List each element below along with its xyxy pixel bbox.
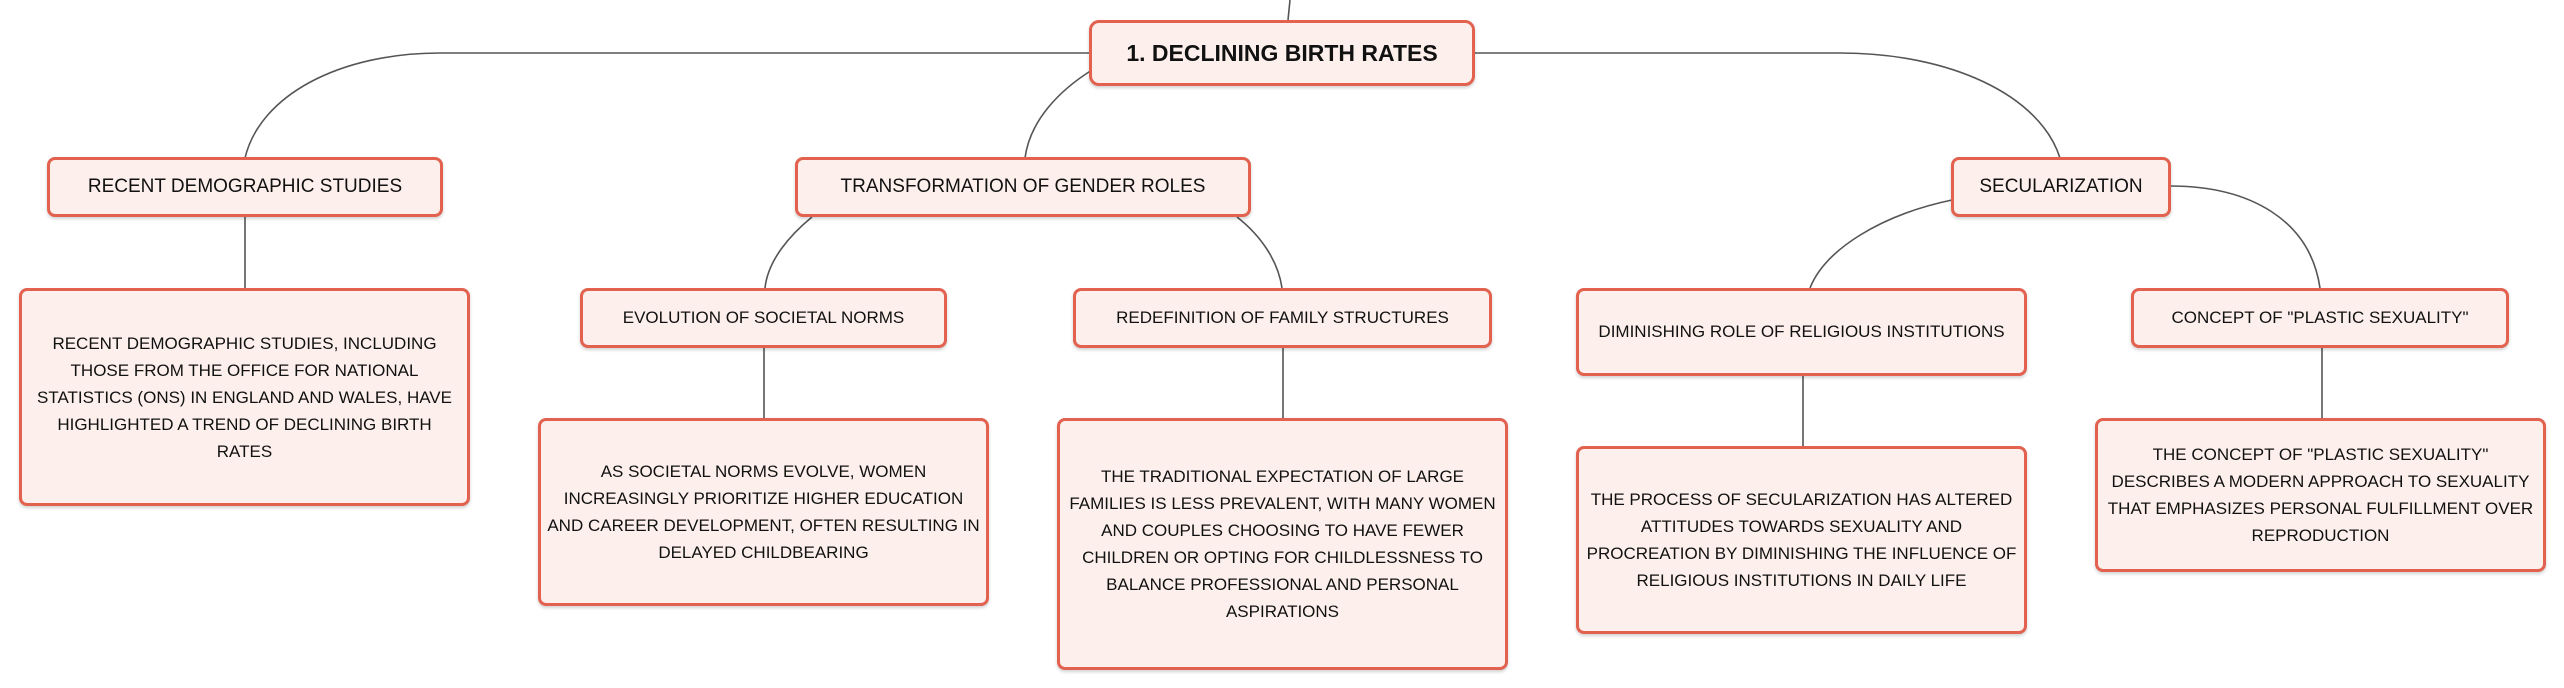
connector-root-to-secularization	[1474, 52, 2061, 159]
subtopic-evolution-of-societal-norms[interactable]: EVOLUTION OF SOCIETAL NORMS	[580, 288, 947, 348]
subtopic-label: EVOLUTION OF SOCIETAL NORMS	[622, 308, 905, 327]
connector-gender-to-family	[1236, 216, 1283, 289]
topic-secularization[interactable]: SECULARIZATION	[1951, 157, 2171, 217]
detail-text: AS SOCIETAL NORMS EVOLVE, WOMEN INCREASI…	[547, 462, 980, 562]
detail-text: THE TRADITIONAL EXPECTATION OF LARGE FAM…	[1069, 467, 1496, 621]
connector-root-to-demographic	[244, 52, 1092, 159]
connector-parent-to-root	[1287, 0, 1291, 21]
subtopic-label: CONCEPT OF "PLASTIC SEXUALITY"	[2171, 308, 2469, 327]
connector-gender-to-norms	[764, 216, 813, 289]
root-topic[interactable]: 1. DECLINING BIRTH RATES	[1089, 20, 1475, 86]
detail-redefinition-of-family-structures[interactable]: THE TRADITIONAL EXPECTATION OF LARGE FAM…	[1057, 418, 1508, 670]
connector-root-to-gender	[1024, 69, 1093, 159]
subtopic-diminishing-role-of-religious-institutions[interactable]: DIMINISHING ROLE OF RELIGIOUS INSTITUTIO…	[1576, 288, 2027, 376]
topic-transformation-of-gender-roles[interactable]: TRANSFORMATION OF GENDER ROLES	[795, 157, 1251, 217]
connector-secularization-to-plastic	[2169, 185, 2321, 289]
detail-text: THE PROCESS OF SECULARIZATION HAS ALTERE…	[1586, 490, 2017, 590]
subtopic-label: DIMINISHING ROLE OF RELIGIOUS INSTITUTIO…	[1598, 322, 2005, 341]
subtopic-concept-of-plastic-sexuality[interactable]: CONCEPT OF "PLASTIC SEXUALITY"	[2131, 288, 2509, 348]
detail-text: THE CONCEPT OF "PLASTIC SEXUALITY" DESCR…	[2107, 445, 2534, 545]
detail-recent-demographic-studies[interactable]: RECENT DEMOGRAPHIC STUDIES, INCLUDING TH…	[19, 288, 470, 506]
topic-recent-demographic-studies[interactable]: RECENT DEMOGRAPHIC STUDIES	[47, 157, 443, 217]
detail-diminishing-role-of-religious-institutions[interactable]: THE PROCESS OF SECULARIZATION HAS ALTERE…	[1576, 446, 2027, 634]
topic-label: SECULARIZATION	[1979, 176, 2143, 197]
subtopic-label: REDEFINITION OF FAMILY STRUCTURES	[1116, 308, 1449, 327]
detail-concept-of-plastic-sexuality[interactable]: THE CONCEPT OF "PLASTIC SEXUALITY" DESCR…	[2095, 418, 2546, 572]
detail-text: RECENT DEMOGRAPHIC STUDIES, INCLUDING TH…	[37, 333, 452, 461]
root-topic-label: 1. DECLINING BIRTH RATES	[1126, 39, 1438, 66]
topic-label: RECENT DEMOGRAPHIC STUDIES	[87, 176, 403, 197]
connector-secularization-to-religion	[1809, 199, 1953, 289]
topic-label: TRANSFORMATION OF GENDER ROLES	[840, 176, 1206, 197]
subtopic-redefinition-of-family-structures[interactable]: REDEFINITION OF FAMILY STRUCTURES	[1073, 288, 1492, 348]
detail-evolution-of-societal-norms[interactable]: AS SOCIETAL NORMS EVOLVE, WOMEN INCREASI…	[538, 418, 989, 606]
